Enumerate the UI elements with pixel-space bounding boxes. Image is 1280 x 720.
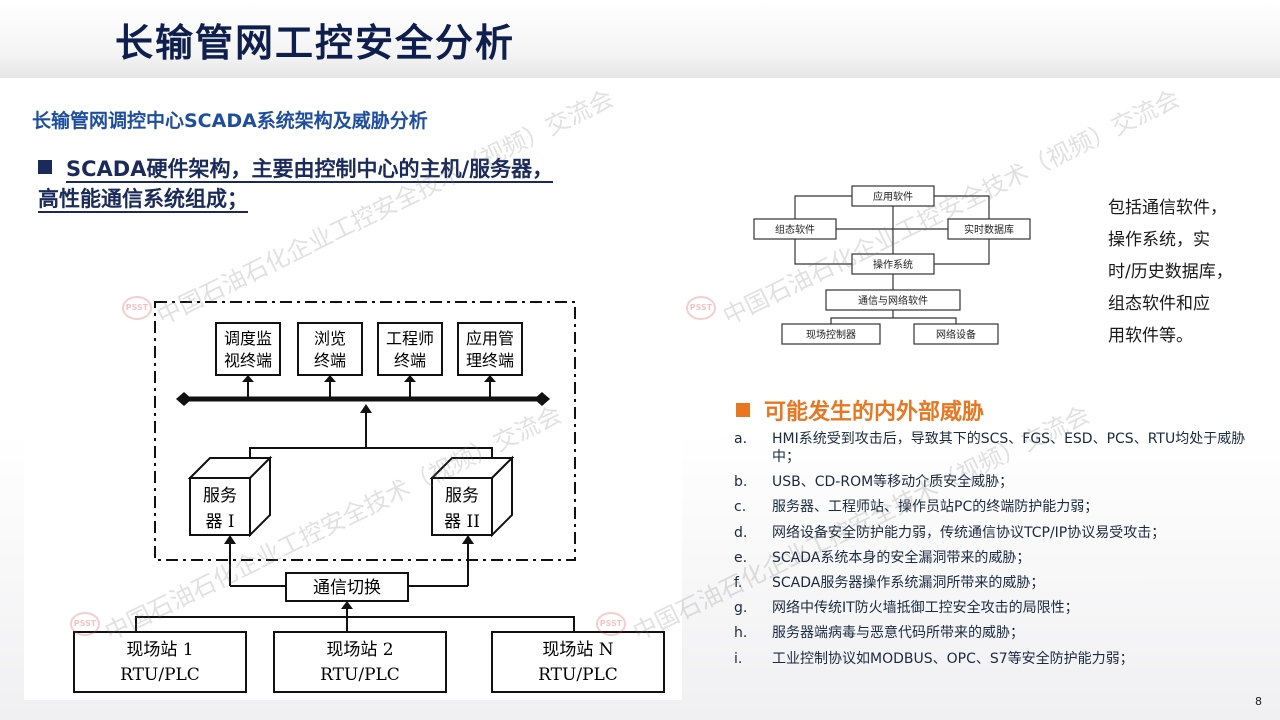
server-1-line2: 器 I — [205, 512, 234, 532]
server-1-arrow-icon — [224, 535, 236, 544]
threat-letter: h. — [734, 625, 748, 642]
scada-software-diagram: 应用软件 组态软件 实时数据库 操作系统 通信与网络软件 现场控制器 网络设备 — [748, 180, 1048, 350]
scada-hardware-diagram: 调度监 视终端 浏览 终端 工程师 终端 应用管 理终端 服务 — [24, 268, 682, 700]
station-n-line1: 现场站 N — [542, 640, 613, 660]
software-description-line: 组态软件和应 — [1108, 294, 1210, 314]
terminal-2-line2: 终端 — [314, 351, 346, 370]
realtime-db-label: 实时数据库 — [964, 223, 1014, 236]
terminal-boxes — [215, 322, 523, 376]
bus-right-end-icon — [534, 392, 550, 406]
software-links — [794, 195, 990, 324]
watermark-logo-icon: PSST — [70, 612, 100, 636]
bullet-square-icon — [736, 403, 750, 417]
watermark-logo-icon: PSST — [122, 296, 152, 320]
threat-letter: i. — [734, 650, 743, 667]
hardware-bullet: SCADA硬件架构，主要由控制中心的主机/服务器， 高性能通信系统组成； — [38, 154, 678, 214]
server-2-box — [429, 455, 515, 538]
server-2-line1: 服务 — [445, 486, 479, 506]
threat-list: a. HMI系统受到攻击后，导致其下的SCS、FGS、ESD、PCS、RTU均处于… — [734, 430, 1254, 675]
threat-letter: f. — [734, 574, 743, 591]
station-2-line1: 现场站 2 — [326, 640, 393, 660]
terminal-4-line1: 应用管 — [466, 329, 514, 348]
terminal-arrowheads — [242, 375, 496, 382]
terminal-4-line2: 理终端 — [466, 351, 514, 370]
terminal-3-line1: 工程师 — [386, 329, 434, 348]
network-device-label: 网络设备 — [936, 328, 976, 341]
section-subtitle: 长输管网调控中心SCADA系统架构及威胁分析 — [32, 110, 428, 132]
threat-text: 网络设备安全防护能力弱，传统通信协议TCP/IP协议易受攻击； — [772, 524, 1166, 541]
threat-text: 网络中传统IT防火墙抵御工控安全攻击的局限性； — [772, 600, 1079, 617]
threat-letter: g. — [734, 600, 748, 617]
watermark-logo-icon: PSST — [596, 612, 626, 636]
threat-text: USB、CD-ROM等移动介质安全威胁； — [772, 474, 1014, 491]
threat-text: SCADA系统本身的安全漏洞带来的威胁； — [772, 549, 1031, 566]
terminal-1-line1: 调度监 — [224, 329, 272, 348]
threat-letter: c. — [734, 499, 747, 516]
control-center-boundary — [154, 301, 576, 561]
threat-item: b. USB、CD-ROM等移动介质安全威胁； — [734, 473, 1254, 491]
threat-item: a. HMI系统受到攻击后，导致其下的SCS、FGS、ESD、PCS、RTU均处于… — [734, 430, 1254, 466]
server-1-line1: 服务 — [203, 486, 237, 506]
hardware-bullet-line2: 高性能通信系统组成； — [38, 187, 248, 213]
software-description-line: 用软件等。 — [1108, 326, 1193, 346]
software-description-line: 包括通信软件， — [1108, 198, 1227, 218]
terminal-2-line1: 浏览 — [314, 329, 346, 348]
station-1-line2: RTU/PLC — [120, 665, 200, 685]
station-n-line2: RTU/PLC — [538, 665, 618, 685]
app-software-label: 应用软件 — [873, 190, 913, 203]
threat-text: 服务器、工程师站、操作员站PC的终端防护能力弱； — [772, 499, 1099, 516]
threat-item: i. 工业控制协议如MODBUS、OPC、S7等安全防护能力弱； — [734, 650, 1254, 668]
switch-arrow-icon — [341, 601, 353, 609]
threat-letter: d. — [734, 524, 748, 541]
threat-item: f. SCADA服务器操作系统漏洞所带来的威胁； — [734, 574, 1254, 592]
field-bus — [135, 616, 575, 632]
comm-software-label: 通信与网络软件 — [858, 294, 928, 307]
software-description-line: 操作系统，实 — [1108, 230, 1210, 250]
terminal-connectors — [247, 378, 491, 399]
threat-text: HMI系统受到攻击后，导致其下的SCS、FGS、ESD、PCS、RTU均处于威胁… — [772, 431, 1246, 465]
field-controller-label: 现场控制器 — [806, 328, 856, 341]
threat-item: d. 网络设备安全防护能力弱，传统通信协议TCP/IP协议易受攻击； — [734, 524, 1254, 542]
slide-title: 长输管网工控安全分析 — [115, 21, 516, 65]
uplink-arrow-icon — [360, 404, 372, 413]
threat-item: h. 服务器端病毒与恶意代码所带来的威胁； — [734, 624, 1254, 642]
threat-item: g. 网络中传统IT防火墙抵御工控安全攻击的局限性； — [734, 599, 1254, 617]
server-2-arrow-icon — [462, 535, 474, 544]
terminal-1-line2: 视终端 — [224, 351, 272, 370]
software-description-line: 时/历史数据库， — [1108, 262, 1233, 282]
server-uplinks — [229, 540, 469, 587]
threat-item: c. 服务器、工程师站、操作员站PC的终端防护能力弱； — [734, 498, 1254, 516]
station-1-line1: 现场站 1 — [126, 640, 193, 660]
threat-text: 工业控制协议如MODBUS、OPC、S7等安全防护能力弱； — [772, 650, 1134, 667]
page-number: 8 — [1255, 695, 1262, 708]
watermark-logo-icon: PSST — [686, 296, 716, 320]
server-1-box — [187, 455, 273, 538]
bus-left-end-icon — [176, 392, 192, 406]
threat-letter: a. — [734, 431, 748, 447]
threat-letter: b. — [734, 474, 748, 491]
bullet-square-icon — [38, 160, 52, 174]
threats-heading: 可能发生的内外部威胁 — [736, 394, 984, 426]
software-description: 包括通信软件， 操作系统，实 时/历史数据库， 组态软件和应 用软件等。 — [1108, 192, 1258, 352]
os-label: 操作系统 — [873, 258, 913, 271]
terminal-3-line2: 终端 — [394, 351, 426, 370]
threat-letter: e. — [734, 549, 748, 566]
station-boxes — [73, 631, 665, 693]
threat-text: SCADA服务器操作系统漏洞所带来的威胁； — [772, 574, 1045, 591]
comm-switch-box — [285, 572, 409, 602]
station-2-line2: RTU/PLC — [320, 665, 400, 685]
threat-item: e. SCADA系统本身的安全漏洞带来的威胁； — [734, 549, 1254, 567]
threats-heading-text: 可能发生的内外部威胁 — [764, 400, 985, 425]
hardware-bullet-line1: SCADA硬件架构，主要由控制中心的主机/服务器， — [66, 157, 554, 183]
header-bar — [0, 0, 1280, 78]
server-2-line2: 器 II — [444, 512, 480, 532]
comm-switch-label: 通信切换 — [313, 578, 381, 598]
threat-text: 服务器端病毒与恶意代码所带来的威胁； — [772, 625, 1024, 642]
config-software-label: 组态软件 — [775, 223, 815, 236]
